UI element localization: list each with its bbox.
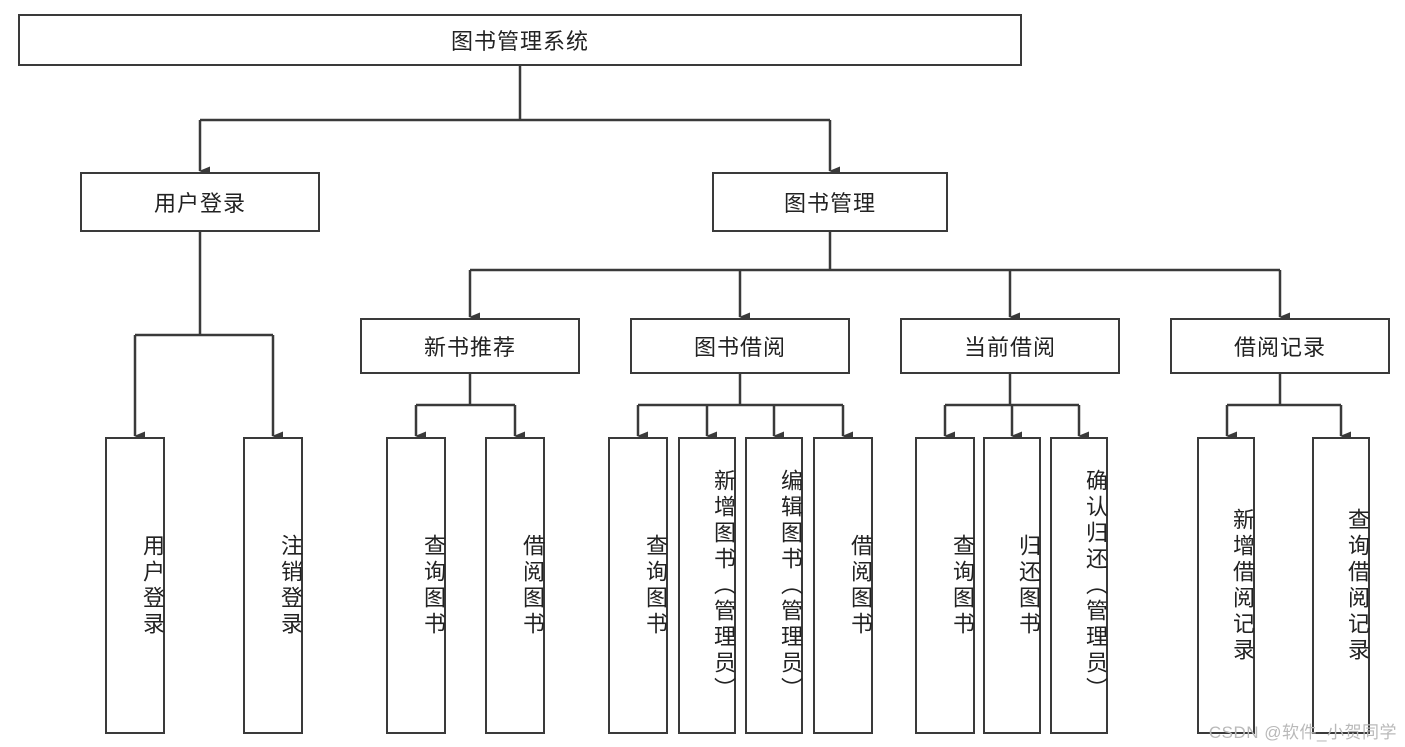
leaf-node-label: 借阅图书 [520, 533, 545, 638]
leaf-node-label: 查询借阅记录 [1345, 507, 1370, 664]
leaf-node-label: 新增图书（管理员） [711, 468, 736, 703]
leaf-node-label: 确认归还（管理员） [1083, 468, 1108, 703]
leaf-node[interactable]: 查询图书 [386, 437, 446, 734]
node-new-book-recommend[interactable]: 新书推荐 [360, 318, 580, 374]
leaf-node-label: 查询图书 [421, 533, 446, 638]
leaf-node[interactable]: 注销登录 [243, 437, 303, 734]
node-user-login-label: 用户登录 [153, 191, 246, 216]
node-new-book-recommend-label: 新书推荐 [423, 335, 516, 360]
leaf-node[interactable]: 新增图书（管理员） [678, 437, 736, 734]
leaf-node-label: 注销登录 [278, 533, 303, 638]
node-root[interactable]: 图书管理系统 [18, 14, 1022, 66]
connector-group [133, 66, 1351, 441]
node-borrow-record[interactable]: 借阅记录 [1170, 318, 1390, 374]
node-root-label: 图书管理系统 [450, 29, 589, 54]
leaf-node[interactable]: 归还图书 [983, 437, 1041, 734]
node-current-borrow-label: 当前借阅 [963, 335, 1056, 360]
leaf-node-label: 用户登录 [140, 533, 165, 638]
leaf-node[interactable]: 新增借阅记录 [1197, 437, 1255, 734]
leaf-node-label: 新增借阅记录 [1230, 507, 1255, 664]
node-book-borrow[interactable]: 图书借阅 [630, 318, 850, 374]
leaf-node[interactable]: 查询图书 [608, 437, 668, 734]
leaf-node-label: 借阅图书 [848, 533, 873, 638]
node-book-management[interactable]: 图书管理 [712, 172, 948, 232]
node-book-management-label: 图书管理 [783, 191, 876, 216]
leaf-node-label: 查询图书 [643, 533, 668, 638]
leaf-node[interactable]: 查询借阅记录 [1312, 437, 1370, 734]
node-book-borrow-label: 图书借阅 [693, 335, 786, 360]
node-borrow-record-label: 借阅记录 [1233, 335, 1326, 360]
leaf-node[interactable]: 查询图书 [915, 437, 975, 734]
leaf-node[interactable]: 借阅图书 [485, 437, 545, 734]
node-current-borrow[interactable]: 当前借阅 [900, 318, 1120, 374]
leaf-node[interactable]: 确认归还（管理员） [1050, 437, 1108, 734]
leaf-node-label: 查询图书 [950, 533, 975, 638]
leaf-node-label: 归还图书 [1016, 533, 1041, 638]
leaf-node[interactable]: 用户登录 [105, 437, 165, 734]
node-user-login[interactable]: 用户登录 [80, 172, 320, 232]
leaf-node[interactable]: 编辑图书（管理员） [745, 437, 803, 734]
leaf-node-label: 编辑图书（管理员） [778, 468, 803, 703]
leaf-node[interactable]: 借阅图书 [813, 437, 873, 734]
